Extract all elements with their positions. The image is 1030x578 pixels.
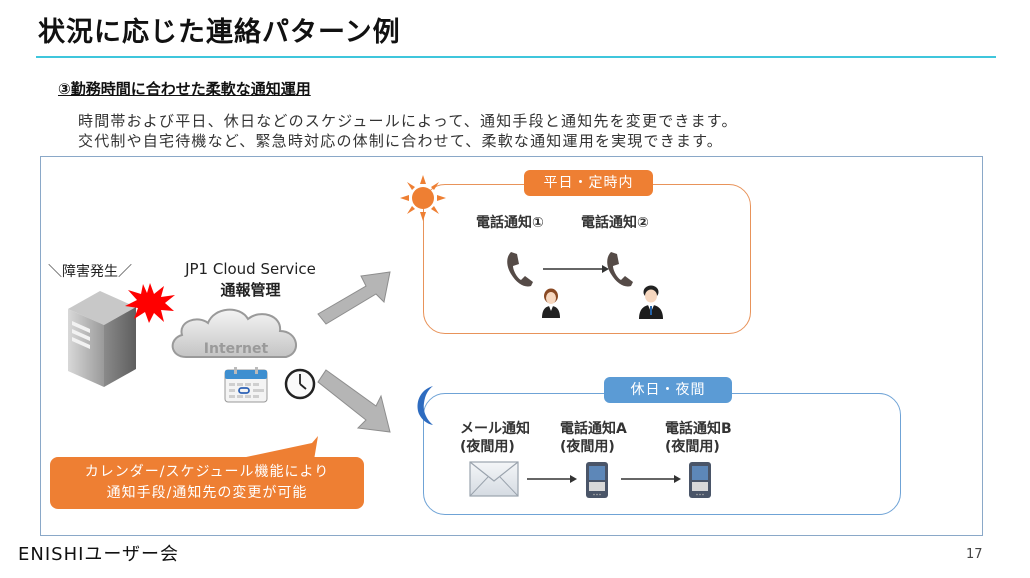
night-badge: 休日・夜間 bbox=[604, 377, 732, 403]
cloud-label: Internet bbox=[204, 341, 269, 357]
night-step-3-line1: 電話通知B bbox=[665, 421, 732, 437]
cloud-icon: Internet bbox=[171, 308, 297, 358]
arrow-to-weekday bbox=[317, 271, 391, 325]
service-subtitle: 通報管理 bbox=[220, 281, 281, 299]
flow-arrow bbox=[621, 475, 681, 483]
callout-line-1: カレンダー/スケジュール機能により bbox=[84, 464, 330, 480]
night-step-1-line2: (夜間用) bbox=[460, 439, 515, 455]
night-step-2-label: 電話通知A (夜間用) bbox=[560, 420, 627, 456]
night-step-3-label: 電話通知B (夜間用) bbox=[665, 420, 732, 456]
smartphone-icon bbox=[689, 462, 711, 498]
calendar-icon bbox=[224, 367, 268, 403]
diagram-frame bbox=[40, 156, 983, 536]
person-male-icon bbox=[639, 285, 663, 319]
server-icon bbox=[68, 291, 136, 387]
moon-icon bbox=[417, 386, 433, 425]
clock-icon bbox=[284, 368, 316, 400]
page-title: 状況に応じた連絡パターン例 bbox=[38, 17, 401, 48]
arrow-to-night bbox=[317, 369, 391, 433]
person-female-icon bbox=[542, 288, 560, 318]
weekday-panel bbox=[423, 184, 751, 334]
flow-arrow bbox=[543, 265, 609, 273]
night-step-2-line1: 電話通知A bbox=[560, 421, 627, 437]
weekday-step-2-label: 電話通知② bbox=[581, 215, 649, 231]
phone-icon bbox=[607, 252, 633, 287]
night-step-1-label: メール通知 (夜間用) bbox=[460, 420, 530, 456]
callout-pointer bbox=[232, 436, 318, 460]
description-line-2: 交代制や自宅待機など、緊急時対応の体制に合わせて、柔軟な通知運用を実現できます。 bbox=[78, 132, 724, 150]
schedule-callout: カレンダー/スケジュール機能により 通知手段/通知先の変更が可能 bbox=[50, 457, 364, 509]
weekday-step-1-label: 電話通知① bbox=[476, 215, 544, 231]
smartphone-icon bbox=[586, 462, 608, 498]
night-step-2-line2: (夜間用) bbox=[560, 439, 615, 455]
description-line-1: 時間帯および平日、休日などのスケジュールによって、通知手段と通知先を変更できます… bbox=[78, 112, 738, 130]
section-subtitle: ③勤務時間に合わせた柔軟な通知運用 bbox=[58, 80, 311, 98]
sun-icon bbox=[400, 175, 446, 221]
phone-icon bbox=[507, 252, 533, 287]
title-divider bbox=[36, 56, 996, 58]
mail-icon bbox=[469, 461, 519, 497]
footer-brand: ENISHIユーザー会 bbox=[18, 544, 180, 565]
callout-line-2: 通知手段/通知先の変更が可能 bbox=[106, 485, 308, 501]
night-step-1-line1: メール通知 bbox=[460, 421, 530, 437]
incident-label: ＼障害発生／ bbox=[48, 264, 132, 280]
page-number: 17 bbox=[966, 547, 983, 562]
flow-arrow bbox=[527, 475, 577, 483]
night-step-3-line2: (夜間用) bbox=[665, 439, 720, 455]
explosion-icon bbox=[125, 283, 175, 323]
service-name: JP1 Cloud Service bbox=[185, 260, 316, 278]
weekday-badge: 平日・定時内 bbox=[524, 170, 653, 196]
